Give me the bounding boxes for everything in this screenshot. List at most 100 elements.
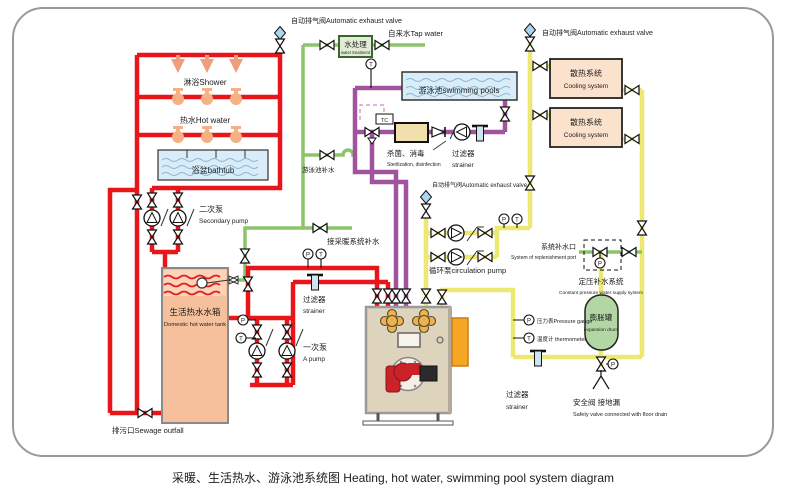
- label-bathtub: 浴盆bathtub: [192, 165, 235, 175]
- label-a-pump-en: A pump: [303, 356, 325, 363]
- label-sterilize-en: Sterilization, disinfection: [387, 162, 441, 168]
- faucet-icon: [201, 126, 213, 143]
- boiler-legs: [376, 413, 440, 421]
- tc-controller: [359, 104, 394, 125]
- burner-assembly: [385, 356, 438, 393]
- label-pool-makeup: 游泳池补水: [302, 165, 335, 174]
- label-sterilize-cn: 杀菌、消毒: [387, 148, 425, 158]
- pump-discharge-header: [494, 225, 530, 257]
- float-valve-icon: [227, 275, 240, 285]
- label-water-treatment-cn: 水处理: [344, 39, 367, 49]
- floor-drain-funnel-icon: [592, 370, 610, 390]
- cooling-box-2: [549, 107, 623, 148]
- gauge-letter: T: [515, 218, 519, 224]
- bathtub-waves: [161, 158, 259, 176]
- faucet-icon: [230, 88, 242, 105]
- flex-joint-mark: [449, 124, 458, 140]
- bathtub-spouts: [186, 150, 246, 158]
- label-tank-cn: 生活热水水箱: [169, 307, 221, 317]
- gauge-letter: P: [598, 262, 602, 268]
- valve-symbols: [133, 41, 647, 418]
- expansion-drum-body: [584, 294, 619, 351]
- tc-box: [375, 113, 394, 125]
- label-auto-exhaust-1: 自动排气阀Automatic exhaust valve: [291, 16, 402, 25]
- float-arm: [206, 279, 230, 284]
- boiler-dial-icon: [436, 336, 444, 344]
- diagram-caption: 采暖、生活热水、游泳池系统图 Heating, hot water, swimm…: [172, 471, 614, 485]
- faucet-icon: [172, 88, 184, 105]
- label-cooling1-cn: 散热系统: [570, 68, 602, 78]
- pool-waves: [405, 78, 511, 97]
- primary-pump-icon: [248, 342, 266, 360]
- sterilizer-box: [394, 122, 429, 143]
- faucet-icon: [172, 126, 184, 143]
- water-treatment-unit: [338, 35, 373, 58]
- cooling-system-boxes: [549, 58, 623, 148]
- label-shower: 淋浴Shower: [183, 77, 226, 87]
- tc-dashed-link: [359, 104, 385, 120]
- boiler: [362, 305, 469, 426]
- gauge-letter: P: [527, 319, 531, 325]
- hot-water-tank: [161, 267, 240, 424]
- faucet-icon: [201, 88, 213, 105]
- flex-joint-mark: [265, 328, 304, 347]
- gauge-letter: P: [306, 253, 310, 259]
- label-tank-en: Domestic hot water tank: [164, 322, 226, 328]
- gauge-letter: T: [369, 63, 373, 69]
- label-system-port-en: System of replenishment port: [511, 255, 577, 261]
- circulation-pump-icon: [447, 248, 465, 266]
- secondary-pump-icon: [169, 209, 187, 227]
- boiler-base: [362, 420, 454, 426]
- float-ball-icon: [196, 277, 208, 289]
- label-hot-water: 热水Hot water: [180, 115, 231, 125]
- label-constant-cn: 定压补水系统: [579, 276, 624, 286]
- bathtub: [157, 149, 269, 181]
- flex-joint-mark: [466, 226, 484, 266]
- label-pointer-line: [432, 140, 447, 151]
- gauge-letter: P: [611, 363, 615, 369]
- constant-pressure-dashed-box: [583, 239, 622, 271]
- shower-heads: [171, 55, 243, 73]
- faucets: [172, 88, 242, 143]
- label-secondary-pump-en: Secondary pump: [199, 218, 249, 225]
- label-thermometer: 温度计 thermometer: [537, 335, 586, 343]
- boiler-supply-line: [245, 265, 380, 318]
- misc-linework: [160, 124, 610, 390]
- label-safety-en: Safety valve connected with floor drain: [573, 412, 667, 418]
- gauge-symbols: P T P T P T P T P P T TC: [235, 58, 619, 370]
- label-sewage: 排污口Sewage outfall: [112, 425, 184, 435]
- drain-branch: [107, 187, 137, 413]
- label-safety-cn: 安全阀 接地漏: [573, 397, 621, 407]
- gauge-letter: T: [319, 253, 323, 259]
- label-water-treatment-en: water treatment: [341, 50, 371, 55]
- pool-loop-branch: [369, 132, 409, 307]
- flex-joint-mark: [160, 208, 195, 227]
- gauge-letter: P: [502, 218, 506, 224]
- label-pressure-gauge: 压力表Pressure gauge: [537, 317, 592, 325]
- label-strainer-mid-en: strainer: [303, 308, 326, 315]
- water-treatment-box: [338, 35, 373, 58]
- label-auto-exhaust-2: 自动排气阀Automatic exhaust valve: [542, 28, 653, 37]
- label-strainer-pool-cn: 过滤器: [452, 148, 475, 158]
- shower-head-icon: [229, 55, 243, 73]
- label-expansion-cn: 膨胀罐: [590, 312, 613, 322]
- label-secondary-pump-cn: 二次泵: [199, 204, 223, 214]
- label-cooling2-cn: 散热系统: [570, 117, 602, 127]
- label-swimming-pool: 游泳池swimming pools: [419, 85, 500, 95]
- shower-head-icon: [171, 55, 185, 73]
- tank-water-waves: [163, 274, 221, 296]
- label-strainer-mid-cn: 过滤器: [303, 294, 326, 304]
- label-strainer-pool-en: strainer: [452, 162, 475, 169]
- label-system-port-cn: 系统补水口: [541, 242, 576, 251]
- gauge-letter: T: [239, 337, 243, 343]
- three-way-branch: [367, 137, 377, 145]
- boiler-display: [397, 332, 421, 348]
- gauge-letter: P: [241, 319, 245, 325]
- label-a-pump-cn: 一次泵: [303, 342, 327, 352]
- label-expansion-en: expansion drum: [584, 327, 618, 333]
- circulation-pump-icon: [447, 224, 465, 242]
- boiler-side-panel: [451, 317, 469, 367]
- label-heating-makeup: 接采暖系统补水: [327, 236, 380, 246]
